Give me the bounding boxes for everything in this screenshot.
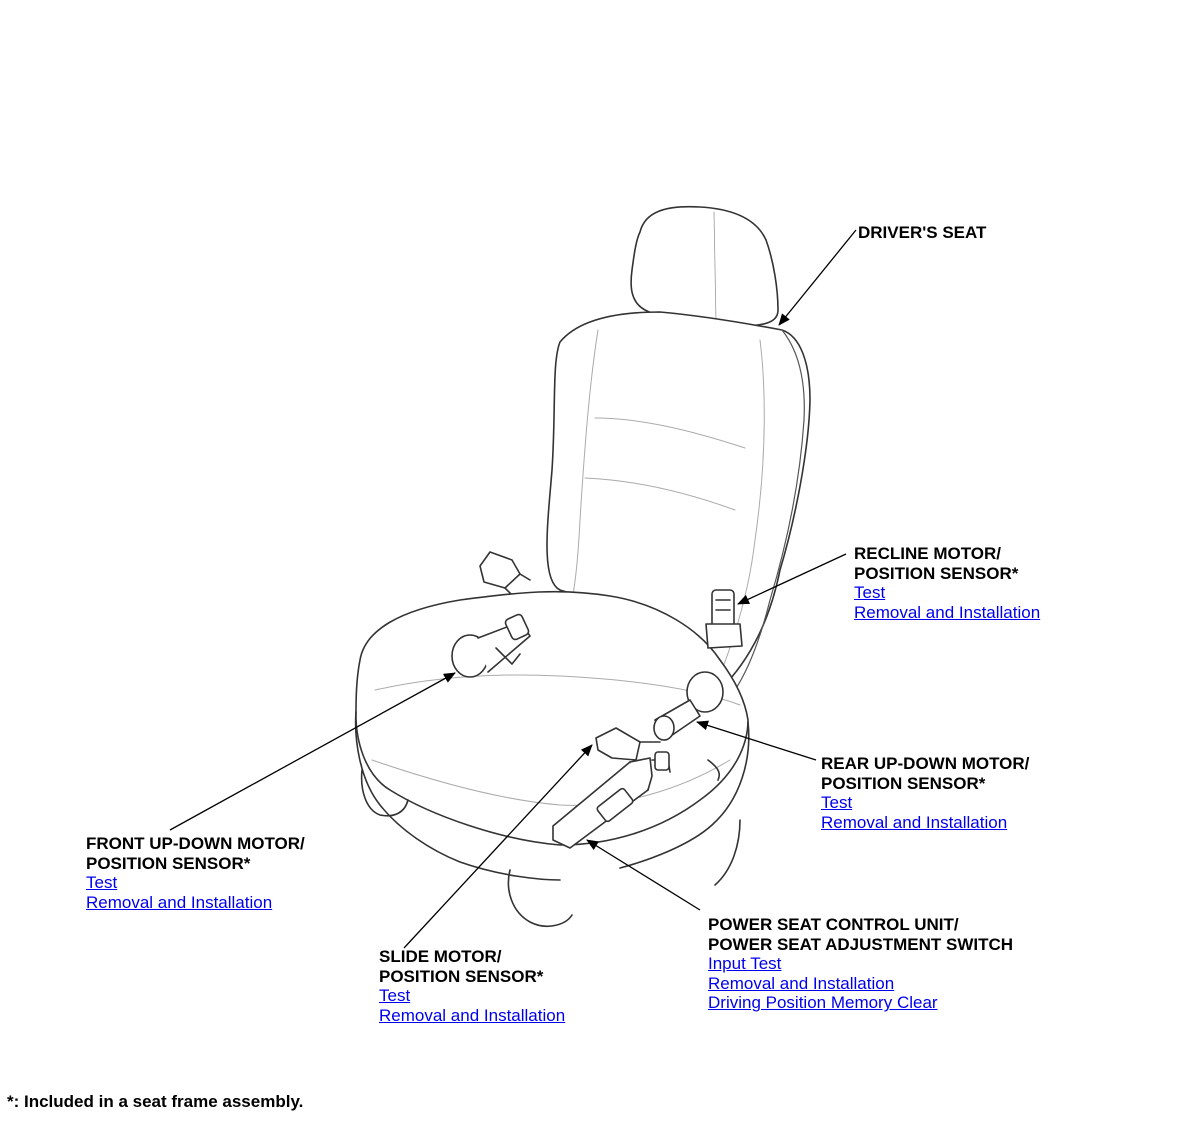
rear-up-down-title-line2: POSITION SENSOR* bbox=[821, 773, 986, 793]
rear-up-down-title-line1: REAR UP-DOWN MOTOR/ bbox=[821, 754, 1030, 773]
leader-control-unit bbox=[586, 839, 701, 911]
rear-motor-shape bbox=[653, 671, 724, 741]
slide-test-link[interactable]: Test bbox=[379, 986, 411, 1006]
footnote: *: Included in a seat frame assembly. bbox=[7, 1092, 304, 1111]
recline-removal-link[interactable]: Removal and Installation bbox=[854, 602, 1041, 622]
recline-test-link[interactable]: Test bbox=[854, 583, 886, 603]
callout-slide: SLIDE MOTOR/ POSITION SENSOR* Test Remov… bbox=[379, 947, 565, 1025]
callout-drivers-seat: DRIVER'S SEAT bbox=[858, 223, 986, 243]
control-unit-removal-link[interactable]: Removal and Installation bbox=[708, 973, 895, 993]
recline-title-line2: POSITION SENSOR* bbox=[854, 563, 1019, 583]
control-unit-input-test-link[interactable]: Input Test bbox=[708, 954, 782, 974]
slide-title-line2: POSITION SENSOR* bbox=[379, 966, 544, 986]
front-motor-shape bbox=[451, 613, 531, 678]
slide-title-line1: SLIDE MOTOR/ bbox=[379, 947, 502, 966]
leader-slide bbox=[403, 744, 593, 949]
recline-title-line1: RECLINE MOTOR/ bbox=[854, 544, 1002, 563]
front-up-down-title-line2: POSITION SENSOR* bbox=[86, 853, 251, 873]
leader-recline bbox=[737, 553, 847, 605]
leader-rear-up-down bbox=[696, 720, 817, 761]
leader-lines bbox=[169, 229, 857, 949]
recline-motor-shape bbox=[705, 589, 743, 649]
front-up-down-title-line1: FRONT UP-DOWN MOTOR/ bbox=[86, 834, 305, 853]
slide-removal-link[interactable]: Removal and Installation bbox=[379, 1005, 566, 1025]
drivers-seat-label: DRIVER'S SEAT bbox=[858, 223, 987, 242]
front-up-down-removal-link[interactable]: Removal and Installation bbox=[86, 892, 273, 912]
leader-drivers-seat bbox=[778, 229, 857, 326]
control-unit-memory-clear-link[interactable]: Driving Position Memory Clear bbox=[708, 993, 938, 1013]
callout-recline: RECLINE MOTOR/ POSITION SENSOR* Test Rem… bbox=[854, 544, 1040, 622]
seat-illustration bbox=[354, 205, 811, 927]
control-unit-title-line1: POWER SEAT CONTROL UNIT/ bbox=[708, 915, 959, 934]
callout-front-up-down: FRONT UP-DOWN MOTOR/ POSITION SENSOR* Te… bbox=[86, 834, 305, 912]
leader-front-up-down bbox=[169, 672, 456, 831]
rear-up-down-removal-link[interactable]: Removal and Installation bbox=[821, 812, 1008, 832]
callout-control-unit: POWER SEAT CONTROL UNIT/ POWER SEAT ADJU… bbox=[708, 915, 1013, 1013]
headrest bbox=[630, 205, 779, 327]
rear-up-down-test-link[interactable]: Test bbox=[821, 793, 853, 813]
control-unit-title-line2: POWER SEAT ADJUSTMENT SWITCH bbox=[708, 934, 1014, 954]
callout-rear-up-down: REAR UP-DOWN MOTOR/ POSITION SENSOR* Tes… bbox=[821, 754, 1029, 832]
control-unit-shape bbox=[552, 751, 670, 849]
front-up-down-test-link[interactable]: Test bbox=[86, 873, 118, 893]
